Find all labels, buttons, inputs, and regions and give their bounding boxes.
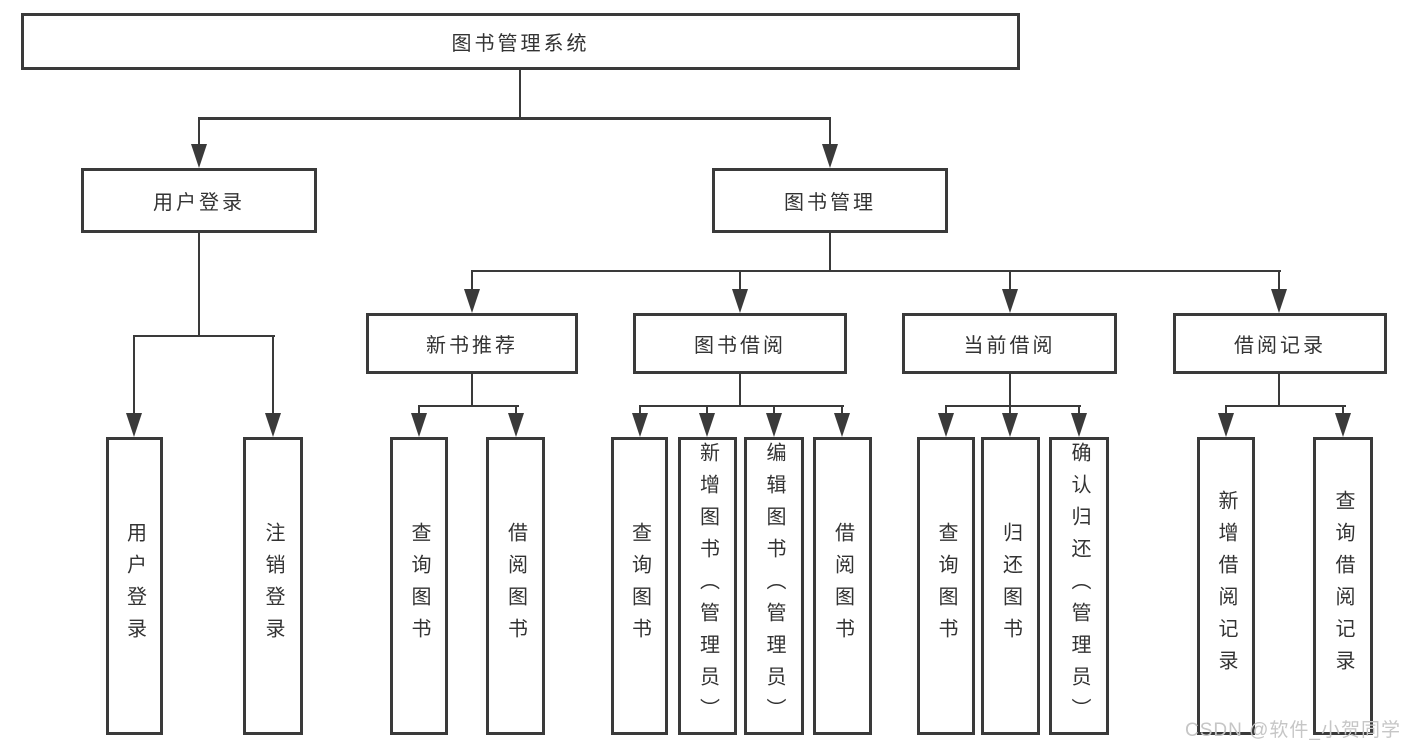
leaf-edit-books-admin-label: 编辑图书（管理员） (763, 442, 785, 730)
leaf-recommend-borrow-books-label: 借阅图书 (504, 522, 527, 650)
node-user-login-label: 用户登录 (153, 192, 245, 214)
arrow-down-icon (834, 413, 850, 437)
leaf-return-books-label: 归还图书 (999, 522, 1022, 650)
arrow-down-icon (411, 413, 427, 437)
arrow-down-icon (766, 413, 782, 437)
leaf-current-query-books-label: 查询图书 (935, 522, 957, 650)
node-new-book-recommend: 新书推荐 (366, 313, 578, 374)
leaf-add-books-admin: 新增图书（管理员） (678, 437, 737, 735)
node-book-management-label: 图书管理 (784, 192, 876, 214)
leaf-logout: 注销登录 (243, 437, 303, 735)
arrow-down-icon (822, 144, 838, 168)
leaf-logout-label: 注销登录 (262, 522, 284, 650)
arrow-down-icon (1002, 289, 1018, 313)
leaf-edit-books-admin: 编辑图书（管理员） (744, 437, 804, 735)
node-user-login: 用户登录 (81, 168, 317, 233)
arrow-down-icon (265, 413, 281, 437)
arrow-down-icon (126, 413, 142, 437)
arrow-down-icon (1002, 413, 1018, 437)
arrow-down-icon (632, 413, 648, 437)
leaf-confirm-return-admin-label: 确认归还（管理员） (1068, 442, 1090, 730)
leaf-borrow-books-label: 借阅图书 (831, 522, 854, 650)
node-current-borrow-label: 当前借阅 (963, 335, 1056, 357)
leaf-recommend-query-books: 查询图书 (390, 437, 448, 735)
leaf-query-borrow-record-label: 查询借阅记录 (1332, 490, 1354, 682)
leaf-recommend-query-books-label: 查询图书 (408, 522, 430, 650)
leaf-borrow-query-books: 查询图书 (611, 437, 668, 735)
arrow-down-icon (699, 413, 715, 437)
arrow-down-icon (1335, 413, 1351, 437)
node-book-borrow: 图书借阅 (633, 313, 847, 374)
leaf-add-books-admin-label: 新增图书（管理员） (696, 442, 719, 730)
node-current-borrow: 当前借阅 (902, 313, 1117, 374)
leaf-recommend-borrow-books: 借阅图书 (486, 437, 545, 735)
arrow-down-icon (191, 144, 207, 168)
leaf-user-login-label: 用户登录 (123, 522, 146, 650)
arrow-down-icon (938, 413, 954, 437)
csdn-watermark: CSDN @软件_小贺同学 (1185, 720, 1401, 741)
leaf-user-login: 用户登录 (106, 437, 163, 735)
leaf-return-books: 归还图书 (981, 437, 1040, 735)
leaf-borrow-books: 借阅图书 (813, 437, 872, 735)
leaf-borrow-query-books-label: 查询图书 (628, 522, 651, 650)
arrow-down-icon (732, 289, 748, 313)
leaf-add-borrow-record-label: 新增借阅记录 (1215, 490, 1237, 682)
node-borrow-records: 借阅记录 (1173, 313, 1387, 374)
arrow-down-icon (508, 413, 524, 437)
arrow-down-icon (1218, 413, 1234, 437)
arrow-down-icon (464, 289, 480, 313)
leaf-current-query-books: 查询图书 (917, 437, 975, 735)
leaf-query-borrow-record: 查询借阅记录 (1313, 437, 1373, 735)
node-borrow-records-label: 借阅记录 (1234, 335, 1326, 357)
node-root-label: 图书管理系统 (451, 33, 590, 55)
arrow-down-icon (1071, 413, 1087, 437)
node-new-book-recommend-label: 新书推荐 (426, 335, 518, 357)
node-book-borrow-label: 图书借阅 (694, 335, 786, 357)
leaf-confirm-return-admin: 确认归还（管理员） (1049, 437, 1109, 735)
arrow-down-icon (1271, 289, 1287, 313)
node-book-management: 图书管理 (712, 168, 948, 233)
leaf-add-borrow-record: 新增借阅记录 (1197, 437, 1255, 735)
node-root: 图书管理系统 (21, 13, 1020, 70)
